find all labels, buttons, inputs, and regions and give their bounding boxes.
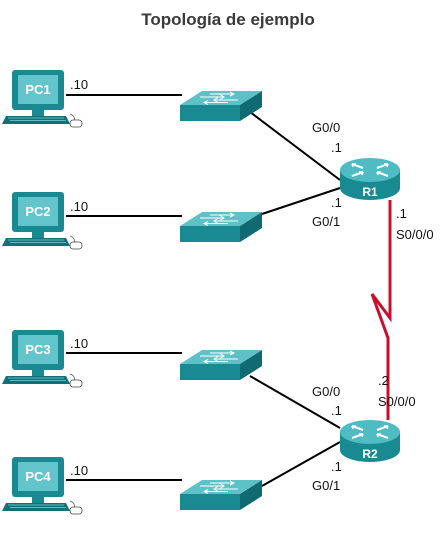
link-switch1-r1 — [249, 111, 341, 181]
pc4-address: .10 — [70, 463, 88, 478]
r2-g01-address: .1 — [331, 459, 342, 474]
r1-s000-address: .1 — [396, 206, 407, 221]
r1-s000-interface: S0/0/0 — [396, 227, 434, 242]
link-switch2-r1 — [261, 187, 341, 215]
r1-g01-interface: G0/1 — [312, 214, 340, 229]
link-switch4-r2 — [261, 441, 341, 487]
r2-s000-address: .2 — [378, 373, 389, 388]
r2-g00-address: .1 — [331, 403, 342, 418]
switch-icon[interactable] — [179, 349, 263, 381]
pc2-label: PC2 — [25, 204, 50, 219]
r1-g00-address: .1 — [331, 140, 342, 155]
r2-s000-interface: S0/0/0 — [378, 394, 416, 409]
r2-g00-interface: G0/0 — [312, 384, 340, 399]
switch-icon[interactable] — [179, 479, 263, 511]
switch-icon[interactable] — [179, 211, 263, 243]
pc4[interactable]: PC4 — [1, 456, 83, 515]
pc3[interactable]: PC3 — [1, 329, 83, 388]
r2-label: R2 — [362, 447, 378, 461]
pc2[interactable]: PC2 — [1, 191, 83, 250]
pc2-address: .10 — [70, 199, 88, 214]
pc1-address: .10 — [70, 77, 88, 92]
router-r2[interactable]: R2 — [339, 419, 401, 463]
switch-icon[interactable] — [179, 90, 263, 122]
serial-link-r1-r2 — [370, 200, 392, 420]
pc1-label: PC1 — [25, 82, 50, 97]
pc3-address: .10 — [70, 336, 88, 351]
r2-g01-interface: G0/1 — [312, 478, 340, 493]
links — [66, 94, 392, 487]
r1-g01-address: .1 — [331, 195, 342, 210]
diagram-title: Topología de ejemplo — [141, 10, 314, 29]
pc1[interactable]: PC1 — [1, 69, 83, 128]
pc3-label: PC3 — [25, 342, 50, 357]
r1-label: R1 — [362, 185, 378, 199]
pc4-label: PC4 — [25, 469, 51, 484]
router-r1[interactable]: R1 — [339, 157, 401, 201]
link-switch3-r2 — [249, 375, 341, 429]
r1-g00-interface: G0/0 — [312, 120, 340, 135]
